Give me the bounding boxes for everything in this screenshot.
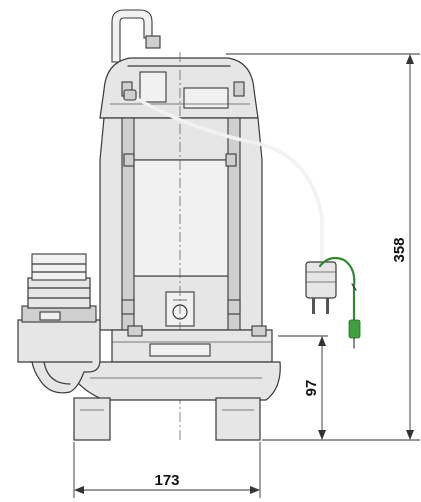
power-cable: [123, 89, 324, 264]
dimension-height-total: 358: [226, 53, 420, 441]
discharge-elbow: [17, 319, 101, 394]
lifting-handle: [111, 9, 161, 63]
dimension-base-width: 173: [73, 442, 261, 498]
volute-casing: [69, 361, 281, 401]
hose-coupling: [21, 253, 97, 323]
dimension-label-173: 173: [154, 472, 179, 489]
power-plug: [305, 261, 337, 314]
seal-flange: [111, 325, 273, 363]
motor-housing: [99, 117, 263, 331]
dimension-outlet-height: 97: [278, 335, 328, 440]
ground-wire: [318, 256, 361, 349]
pump-feet: [73, 397, 261, 441]
dimension-label-97: 97: [303, 380, 320, 397]
dimension-label-358: 358: [391, 237, 408, 262]
top-cover: [99, 57, 259, 119]
